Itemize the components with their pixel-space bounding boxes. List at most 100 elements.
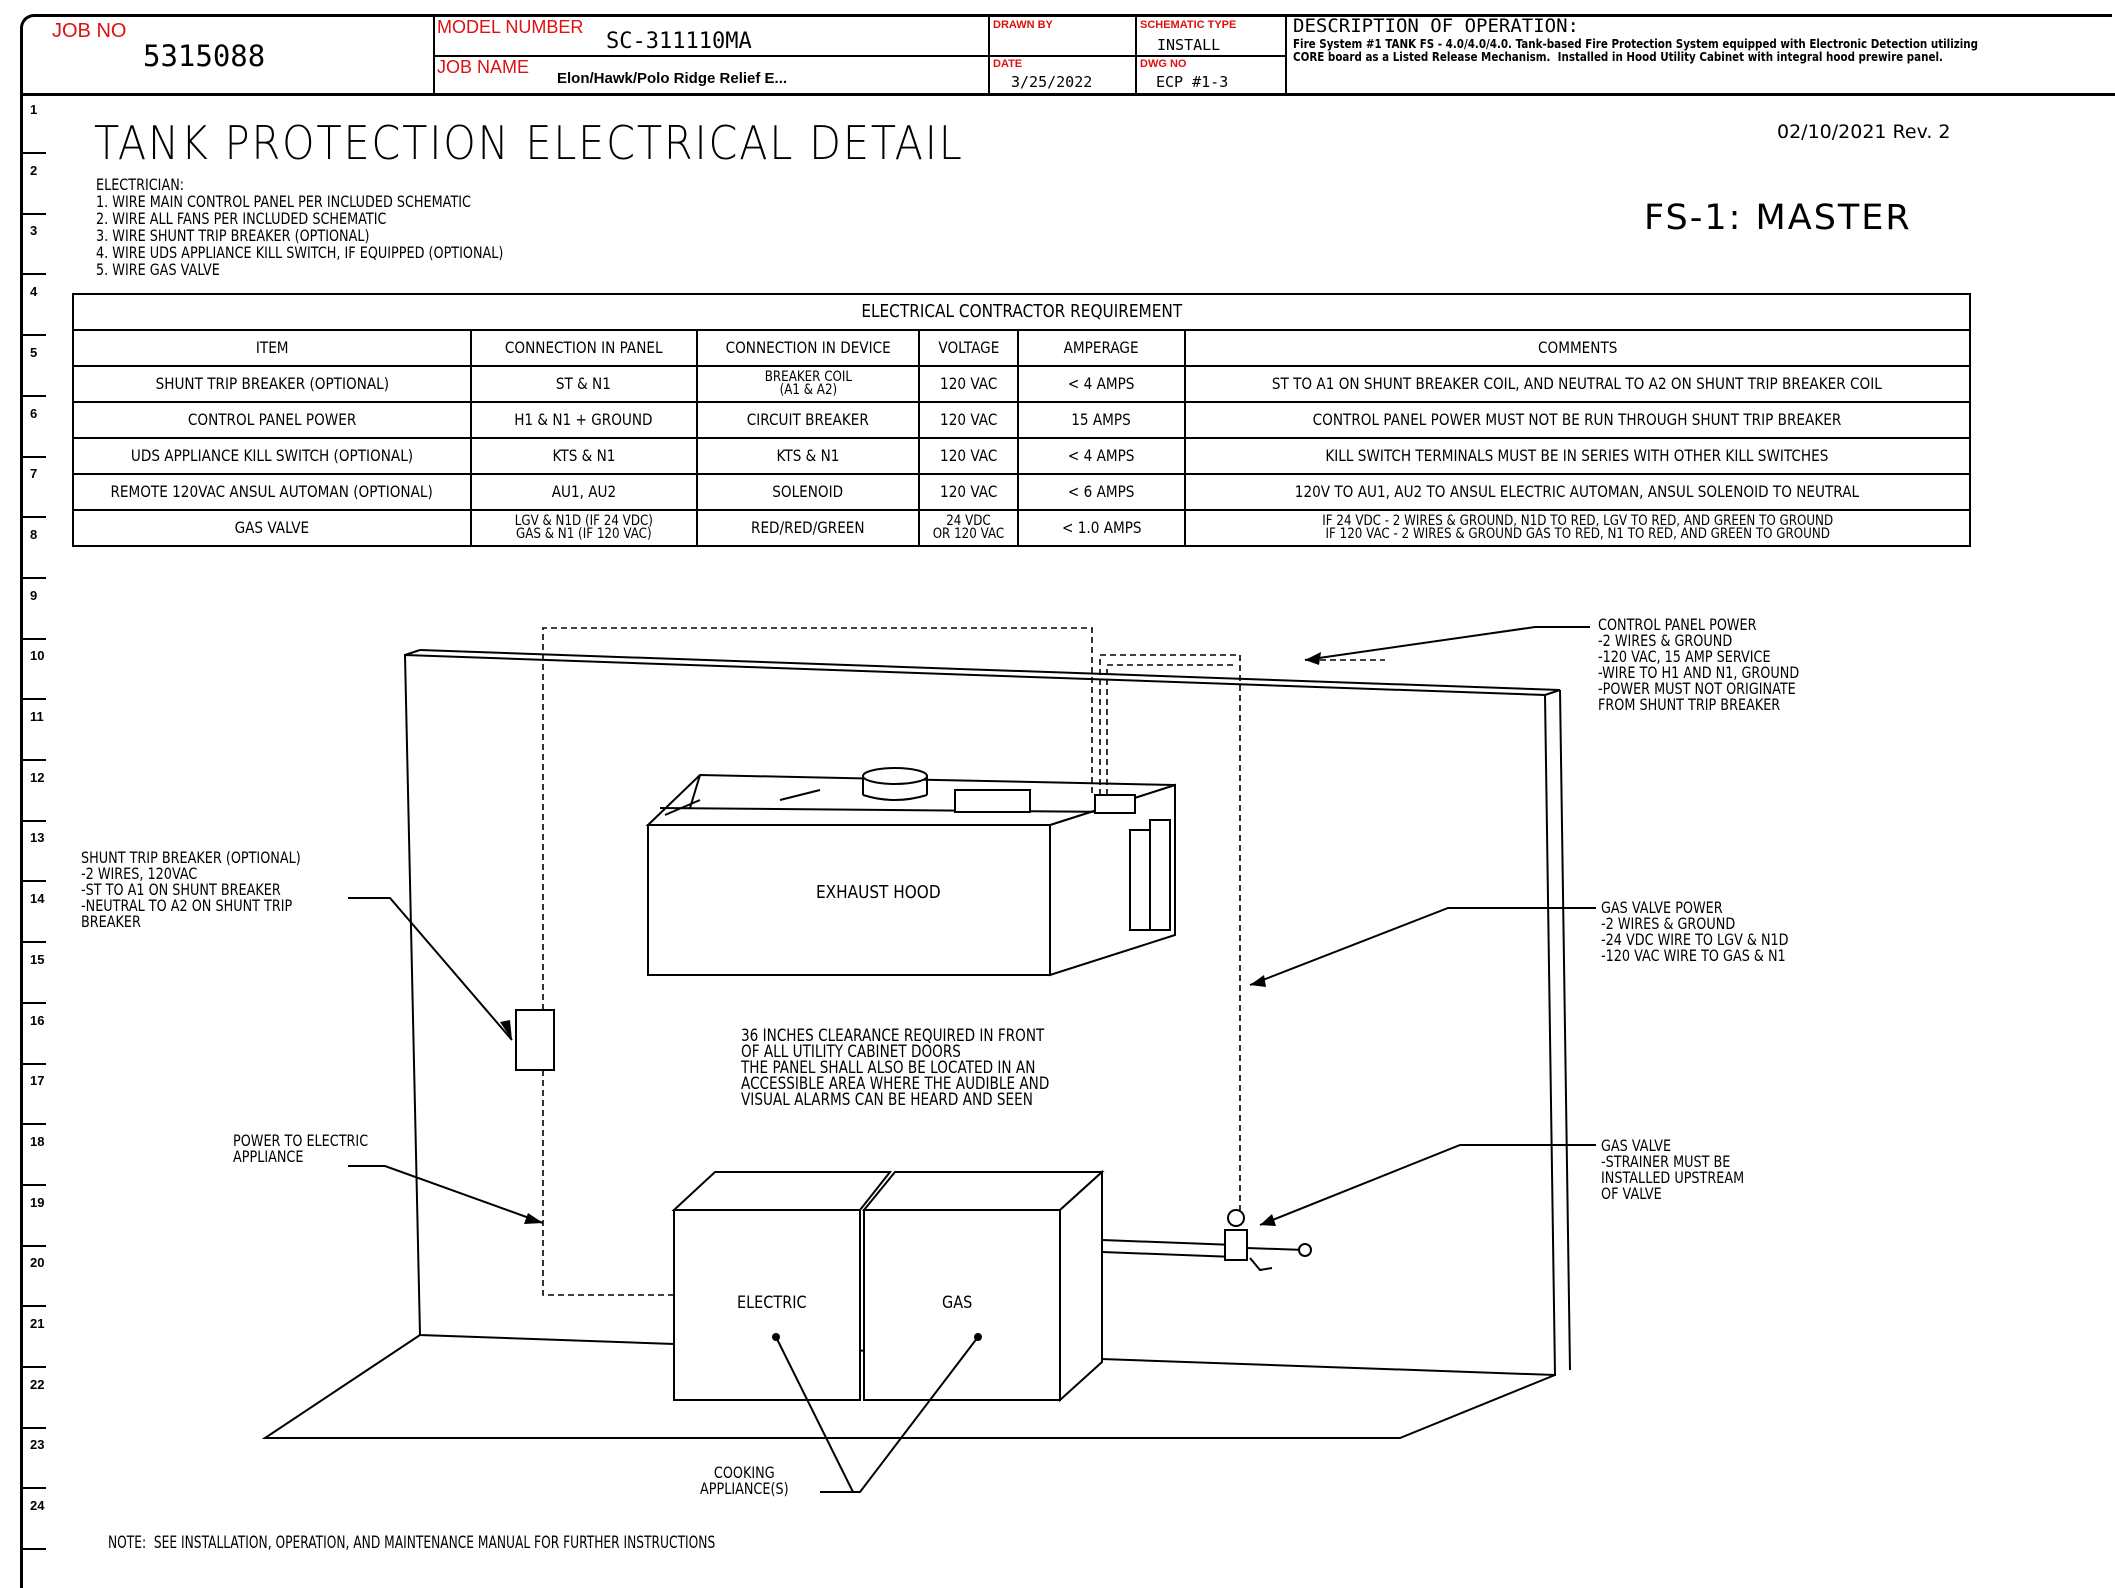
row-number: 14 [30,891,45,907]
table-cell-text: CIRCUIT BREAKER [746,410,869,429]
table-cell-text: KILL SWITCH TERMINALS MUST BE IN SERIES … [1325,446,1829,465]
electrician-step: 5. WIRE GAS VALVE [96,260,220,279]
row-tick [22,516,46,519]
table-cell: H1 & N1 + GROUND [469,401,698,439]
date: 3/25/2022 [1011,73,1093,91]
table-cell-text: 120 VAC [940,482,998,501]
row-tick [22,1305,46,1308]
table-cell: LGV & N1D (IF 24 VDC)GAS & N1 (IF 120 VA… [469,509,698,547]
electrician-step: 3. WIRE SHUNT TRIP BREAKER (OPTIONAL) [96,226,370,245]
row-number: 22 [30,1376,45,1392]
table-cell-text: 120V TO AU1, AU2 TO ANSUL ELECTRIC AUTOM… [1295,482,1860,501]
row-number: 16 [30,1012,45,1028]
revision: 02/10/2021 Rev. 2 [1777,121,1951,143]
table-cell: SOLENOID [695,473,921,511]
table-cell: < 1.0 AMPS [1017,509,1186,547]
gas-appliance-label: GAS [942,1293,973,1313]
table-header-cell: COMMENTS [1183,329,1972,367]
row-number: 8 [30,526,38,542]
gas-valve-note: GAS VALVE -STRAINER MUST BE INSTALLED UP… [1601,1136,1745,1203]
exhaust-hood-label: EXHAUST HOOD [816,882,941,903]
table-header-text: CONNECTION IN PANEL [504,338,663,357]
table-header-text: VOLTAGE [938,338,1000,357]
table-cell-text: 120 VAC [940,446,998,465]
table-cell: ST & N1 [469,365,698,403]
cooking-appliances-note: COOKING APPLIANCE(S) [700,1463,789,1498]
table-cell: AU1, AU2 [469,473,698,511]
table-cell: REMOTE 120VAC ANSUL AUTOMAN (OPTIONAL) [72,473,472,511]
table-header-cell: CONNECTION IN DEVICE [695,329,921,367]
description-line-1: Fire System #1 TANK FS - 4.0/4.0/4.0. Ta… [1293,37,1979,51]
row-tick [22,1487,46,1490]
row-number: 6 [30,405,38,421]
row-number: 4 [30,284,38,300]
table-title: ELECTRICAL CONTRACTOR REQUIREMENT [72,293,1971,331]
table-cell-text: GAS & N1 (IF 120 VAC) [515,526,652,542]
table-cell-text: 120 VAC [940,374,998,393]
table-cell-text: UDS APPLIANCE KILL SWITCH (OPTIONAL) [130,446,414,465]
row-tick [22,1123,46,1126]
table-cell-text: ST TO A1 ON SHUNT BREAKER COIL, AND NEUT… [1272,374,1883,393]
table-header-text: COMMENTS [1537,338,1617,357]
table-cell: IF 24 VDC - 2 WIRES & GROUND, N1D TO RED… [1183,509,1972,547]
row-number: 17 [30,1073,45,1089]
row-number: 2 [30,162,38,178]
row-tick [22,759,46,761]
row-number: 20 [30,1255,45,1271]
table-cell-text: SHUNT TRIP BREAKER (OPTIONAL) [155,374,389,393]
table-cell-text: 24 VDC [946,513,992,529]
table-header-cell: VOLTAGE [918,329,1020,367]
drawing-frame [20,14,2112,1588]
table-cell: CONTROL PANEL POWER [72,401,472,439]
table-cell-text: OR 120 VAC [933,526,1005,542]
row-number: 18 [30,1133,45,1149]
job-name-label: JOB NAME [437,57,530,77]
row-tick [22,941,46,944]
table-cell-text: 120 VAC [940,410,998,429]
electrician-step: 2. WIRE ALL FANS PER INCLUDED SCHEMATIC [96,209,387,228]
row-tick [22,394,46,397]
row-number: 10 [30,648,45,664]
title-block-divider [1285,14,1287,94]
date-label: DATE [993,58,1023,70]
row-tick [22,1548,46,1551]
electric-appliance-label: ELECTRIC [737,1293,807,1313]
row-number: 21 [30,1316,45,1331]
row-number: 19 [30,1194,45,1210]
drawn-by-label: DRAWN BY [993,19,1053,31]
row-number: 15 [30,951,45,967]
row-tick [22,334,46,337]
table-cell: < 6 AMPS [1017,473,1186,511]
row-number: 13 [30,830,45,846]
table-title-row: ELECTRICAL CONTRACTOR REQUIREMENT [72,293,1971,331]
table-cell-text: CONTROL PANEL POWER [187,410,357,429]
table-cell-text: < 4 AMPS [1068,446,1135,465]
row-number: 3 [30,223,38,239]
row-number: 11 [30,709,44,724]
gas-valve-power-note: GAS VALVE POWER -2 WIRES & GROUND -24 VD… [1601,898,1789,965]
shunt-trip-note: SHUNT TRIP BREAKER (OPTIONAL) -2 WIRES, … [81,848,301,931]
system-name: FS-1: MASTER [1644,198,1912,238]
dwg-no: ECP #1-3 [1156,73,1229,91]
table-cell: 120 VAC [918,365,1020,403]
table-header-cell: AMPERAGE [1017,329,1186,367]
row-number: 24 [30,1498,45,1514]
row-tick [22,637,46,640]
schematic-type-label: SCHEMATIC TYPE [1140,19,1237,31]
electrician-step: 1. WIRE MAIN CONTROL PANEL PER INCLUDED … [96,192,471,211]
table-cell: 120 VAC [918,401,1020,439]
row-tick [22,880,46,883]
electrician-step: 4. WIRE UDS APPLIANCE KILL SWITCH, IF EQ… [96,243,504,262]
row-tick [22,1366,46,1368]
table-cell-text: < 1.0 AMPS [1061,518,1142,537]
table-cell: KTS & N1 [695,437,921,475]
table-cell-text: BREAKER COIL [764,369,852,385]
table-cell-text: REMOTE 120VAC ANSUL AUTOMAN (OPTIONAL) [110,482,434,501]
table-cell: GAS VALVE [72,509,472,547]
table-cell-text: GAS VALVE [234,518,310,537]
title-block-hrule [433,55,1285,57]
row-number: 5 [30,344,38,360]
